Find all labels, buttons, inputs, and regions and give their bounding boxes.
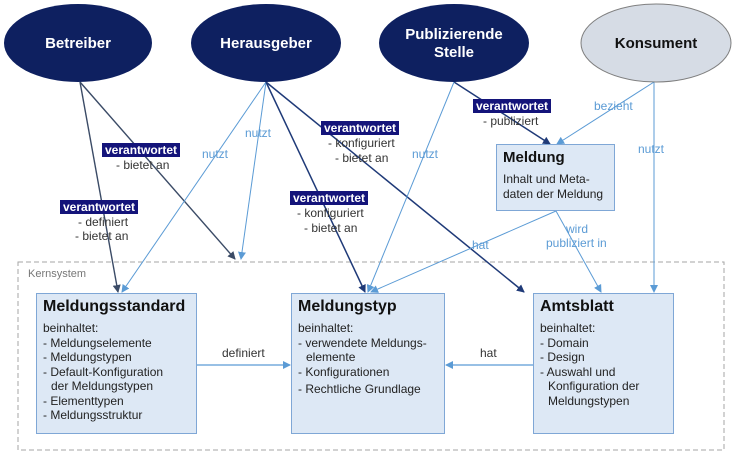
tag-verantwortet-herausgeber-amtsblatt: verantwortet bbox=[321, 121, 400, 135]
sub-publ-meldung: - publiziert bbox=[483, 114, 539, 128]
sub-herausgeber-typ: - konfiguriert bbox=[297, 206, 364, 220]
box-amtsblatt-item: Konfiguration der bbox=[548, 379, 640, 393]
label-nutzt-konsument: nutzt bbox=[638, 142, 665, 156]
box-meldung-line: daten der Meldung bbox=[503, 186, 604, 201]
actor-betreiber: Betreiber bbox=[4, 4, 152, 82]
box-meldungsstandard-item: - Default-Konfiguration bbox=[43, 364, 164, 379]
box-meldungsstandard-item: - Meldungsstruktur bbox=[43, 408, 143, 422]
actor-herausgeber: Herausgeber bbox=[191, 4, 341, 82]
tag-verantwortet-publ-meldung: verantwortet bbox=[473, 99, 552, 113]
box-amtsblatt-item: - Auswahl und bbox=[540, 364, 616, 379]
label-publiziert-in: publiziert in bbox=[546, 236, 607, 250]
edge-konsument-bezieht bbox=[556, 81, 655, 145]
label-hat-amtsblatt: hat bbox=[480, 346, 497, 360]
box-meldungstyp: Meldungstyp beinhaltet: - verwendete Mel… bbox=[291, 293, 445, 434]
box-meldungstyp-item: - Rechtliche Grundlage bbox=[298, 382, 421, 396]
box-meldung-title: Meldung bbox=[503, 149, 565, 166]
edge-herausgeber-meldungstyp bbox=[265, 81, 366, 293]
label-nutzt-herausgeber-kernsystem: nutzt bbox=[245, 126, 272, 140]
box-amtsblatt: Amtsblatt beinhaltet: - Domain - Design … bbox=[533, 293, 674, 434]
box-meldungstyp-item: - verwendete Meldungs- bbox=[298, 335, 427, 350]
actor-konsument: Konsument bbox=[580, 3, 732, 83]
sub-herausgeber-amtsblatt: - konfiguriert bbox=[328, 136, 395, 150]
box-meldungsstandard-title: Meldungsstandard bbox=[43, 298, 186, 315]
tag-verantwortet-betreiber-standard: verantwortet bbox=[60, 200, 139, 214]
edge-publ-meldung bbox=[453, 81, 551, 145]
actor-konsument-label: Konsument bbox=[615, 35, 698, 52]
label-nutzt-publ: nutzt bbox=[412, 147, 439, 161]
box-meldungsstandard-item: - Meldungstypen bbox=[43, 350, 132, 364]
kernsystem-frame bbox=[17, 261, 725, 451]
box-meldungsstandard-item: der Meldungstypen bbox=[51, 379, 154, 393]
label-definiert: definiert bbox=[222, 346, 265, 360]
label-bezieht: bezieht bbox=[594, 99, 633, 113]
actor-herausgeber-label: Herausgeber bbox=[220, 35, 312, 52]
box-meldungsstandard-item: - Elementtypen bbox=[43, 393, 124, 408]
sub-herausgeber-typ: - bietet an bbox=[304, 221, 358, 235]
box-amtsblatt-item: Meldungstypen bbox=[548, 393, 630, 408]
box-amtsblatt-title: Amtsblatt bbox=[540, 298, 614, 315]
edge-meldung-hat bbox=[370, 210, 557, 293]
actor-publizierende-stelle: Publizierende Stelle bbox=[379, 4, 529, 82]
box-meldungstyp-intro: beinhaltet: bbox=[298, 321, 354, 335]
edge-herausgeber-nutzt-standard bbox=[121, 81, 267, 293]
kernsystem-label: Kernsystem bbox=[28, 268, 87, 280]
box-meldung: Meldung Inhalt und Meta- daten der Meldu… bbox=[496, 144, 615, 211]
box-meldungsstandard-intro: beinhaltet: bbox=[43, 321, 99, 335]
actor-betreiber-label: Betreiber bbox=[45, 35, 111, 52]
box-meldungstyp-item: elemente bbox=[306, 350, 356, 364]
label-wird: wird bbox=[566, 222, 589, 236]
box-meldungsstandard-item: - Meldungselemente bbox=[43, 335, 152, 350]
edge-herausgeber-amtsblatt bbox=[265, 81, 525, 293]
edge-betreiber-kernsystem bbox=[79, 81, 236, 260]
box-meldungstyp-item: - Konfigurationen bbox=[298, 364, 390, 379]
box-amtsblatt-intro: beinhaltet: bbox=[540, 321, 596, 335]
edge-betreiber-meldungsstandard bbox=[79, 81, 121, 293]
box-amtsblatt-item: - Domain bbox=[540, 335, 589, 350]
label-hat-meldung: hat bbox=[472, 238, 489, 252]
box-amtsblatt-item: - Design bbox=[540, 350, 585, 364]
box-meldungsstandard: Meldungsstandard beinhaltet: - Meldungse… bbox=[36, 293, 197, 434]
actor-publ-label-line1: Publizierende bbox=[405, 26, 503, 43]
tag-verantwortet-betreiber-bietet: verantwortet bbox=[102, 143, 181, 157]
sub-betreiber-standard: - definiert bbox=[78, 215, 129, 229]
edge-meldung-publiziert-in bbox=[555, 210, 602, 293]
sub-herausgeber-amtsblatt: - bietet an bbox=[335, 151, 389, 165]
box-meldung-line: Inhalt und Meta- bbox=[503, 172, 590, 186]
tag-verantwortet-herausgeber-typ: verantwortet bbox=[290, 191, 369, 205]
box-meldungstyp-title: Meldungstyp bbox=[298, 298, 397, 315]
sub-betreiber-bietet: - bietet an bbox=[116, 158, 170, 172]
edge-herausgeber-nutzt-kernsystem bbox=[238, 81, 267, 260]
actor-publ-label-line2: Stelle bbox=[434, 44, 474, 61]
sub-betreiber-standard: - bietet an bbox=[75, 229, 129, 243]
edge-publ-nutzt-meldungstyp bbox=[366, 81, 455, 293]
label-nutzt-herausgeber-standard: nutzt bbox=[202, 147, 229, 161]
